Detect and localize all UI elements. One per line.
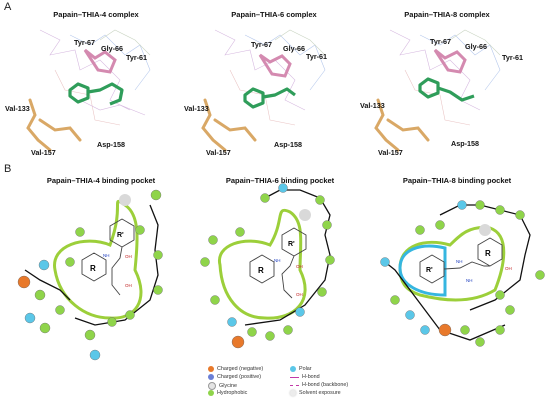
legend-label-3: Hydrophobic — [217, 390, 248, 396]
legend-item-4: Polar — [290, 366, 312, 372]
residue-tyr67-2: Tyr-67 — [251, 40, 273, 49]
wireframe-cloud-3 — [389, 29, 501, 126]
wireframe-cloud-1 — [39, 29, 151, 126]
pocket-3-atom-2: NH — [456, 259, 463, 264]
complex-title-2: Papain–THIA-6 complex — [231, 10, 317, 19]
pocket-3-backbone — [439, 204, 531, 311]
pocket-3-ring-label-1: R — [485, 249, 491, 258]
legend-item-2: Glycine — [208, 382, 237, 390]
pocket-title-2: Papain–THIA-6 binding pocket — [225, 176, 335, 185]
residue-val133-1: Val-133 — [5, 104, 30, 113]
pocket-3-residues — [380, 200, 545, 347]
residue-tyr61-1: Tyr-61 — [126, 53, 148, 62]
legend-label-1: Charged (positive) — [217, 374, 262, 380]
pocket-2-ring-label-1: R' — [288, 241, 295, 248]
pocket-1-atom-2: OH — [125, 283, 132, 288]
pocket-title-3: Papain–THIA-8 binding pocket — [402, 176, 512, 185]
pocket-2-atom-2: OH — [296, 292, 303, 297]
pocket-1-backbone — [74, 204, 159, 326]
residue-asp158-3: Asp-158 — [451, 139, 479, 148]
legend-arrow-5 — [290, 376, 299, 378]
legend-label-6: H-bond (backbone) — [302, 382, 349, 388]
pocket-3: R R' OH NH NH — [380, 200, 545, 347]
pocket-title-1: Papain–THIA-4 binding pocket — [46, 176, 156, 185]
pocket-3-cyan-arc — [398, 244, 447, 297]
residue-val157-3: Val-157 — [378, 148, 403, 157]
legend-item-1: Charged (positive) — [208, 374, 261, 380]
pocket-1-ring-label-2: R — [90, 264, 96, 273]
pocket-3-outline — [398, 225, 506, 302]
legend-swatch-3 — [208, 390, 214, 396]
residue-val133-2: Val-133 — [184, 104, 209, 113]
pocket-2-atom-3: NH — [274, 258, 281, 263]
wireframe-cloud-2 — [214, 29, 326, 126]
legend-swatch-0 — [208, 366, 214, 372]
legend-label-4: Polar — [299, 366, 312, 372]
legend: Charged (negative) Charged (positive) Gl… — [208, 366, 458, 402]
pocket-3-atom-1: OH — [505, 266, 512, 271]
pocket-1: R' R OH OH NH — [17, 189, 163, 361]
legend-swatch-1 — [208, 374, 214, 380]
residue-gly66-1: Gly-66 — [101, 44, 123, 53]
pocket-3-atom-3: NH — [466, 278, 473, 283]
legend-label-7: Solvent exposure — [299, 390, 341, 396]
pocket-1-residues — [17, 189, 163, 361]
pocket-1-atom-3: NH — [103, 253, 110, 258]
legend-item-6: H-bond (backbone) — [290, 382, 348, 388]
residue-val157-2: Val-157 — [206, 148, 231, 157]
panel-b-letter: B — [4, 163, 12, 175]
pink-residues — [83, 48, 467, 78]
legend-swatch-4 — [290, 366, 296, 372]
residue-gly66-3: Gly-66 — [465, 42, 487, 51]
tan-residues — [26, 98, 430, 152]
complex-title-1: Papain–THIA-4 complex — [53, 10, 139, 19]
pocket-2-ring-label-2: R — [258, 266, 264, 275]
residue-val157-1: Val-157 — [31, 148, 56, 157]
legend-swatch-2 — [208, 382, 216, 390]
residue-gly66-2: Gly-66 — [283, 44, 305, 53]
legend-label-5: H-bond — [302, 374, 320, 380]
residue-val133-3: Val-133 — [360, 101, 385, 110]
residue-tyr61-2: Tyr-61 — [306, 52, 328, 61]
legend-item-5: H-bond — [290, 374, 320, 380]
pocket-1-ring-label-1: R' — [117, 232, 124, 239]
complex-structures — [26, 29, 501, 152]
legend-item-0: Charged (negative) — [208, 366, 263, 372]
residue-tyr67-3: Tyr-67 — [430, 37, 452, 46]
residue-tyr61-3: Tyr-61 — [502, 53, 524, 62]
legend-label-0: Charged (negative) — [217, 366, 264, 372]
residue-tyr67-1: Tyr-67 — [74, 38, 96, 47]
ligands — [68, 77, 475, 109]
legend-swatch-7 — [290, 390, 296, 396]
pocket-1-outline — [53, 199, 143, 320]
legend-item-3: Hydrophobic — [208, 390, 247, 396]
pocket-2: R' R OH OH NH — [200, 183, 335, 349]
pocket-2-residues — [200, 183, 335, 349]
pocket-2-atom-1: OH — [296, 264, 303, 269]
complex-title-3: Papain–THIA-8 complex — [404, 10, 490, 19]
legend-label-2: Glycine — [219, 383, 237, 389]
pocket-1-atom-1: OH — [125, 254, 132, 259]
pocket-3-ring-label-2: R' — [426, 267, 433, 274]
residue-asp158-2: Asp-158 — [274, 140, 302, 149]
legend-arrow-6 — [290, 384, 299, 386]
pocket-2-outline — [218, 208, 307, 320]
residue-asp158-1: Asp-158 — [97, 140, 125, 149]
panel-a-letter: A — [4, 1, 12, 13]
legend-item-7: Solvent exposure — [290, 390, 341, 396]
